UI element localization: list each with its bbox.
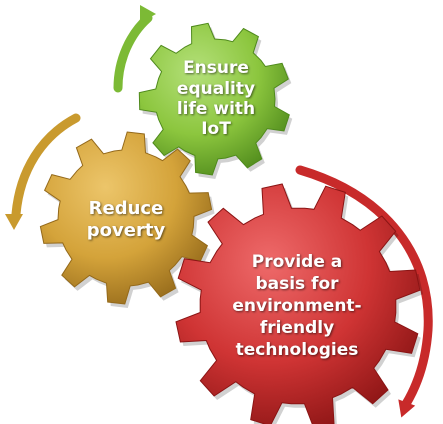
red-arrow	[295, 165, 433, 409]
gear-label-red-line-4: friendly	[259, 318, 335, 339]
green-arrow-head	[140, 5, 156, 23]
gold-arrow-head	[5, 214, 23, 230]
green-arrow	[113, 13, 153, 93]
gear-label-green-line-1: Ensure	[183, 58, 249, 79]
gear-red	[175, 183, 421, 424]
gear-label-red-line-1: Provide a	[251, 251, 343, 272]
gear-label-green-line-2: equality	[176, 78, 256, 99]
gear-label-red-line-5: technologies	[235, 340, 359, 361]
gear-label-gold: Reduce poverty	[66, 180, 186, 260]
red-arrow-head	[398, 399, 416, 418]
gear-gold	[39, 131, 213, 305]
gear-label-red-line-2: basis for	[255, 273, 339, 294]
gear-label-gold-line-1: Reduce	[88, 198, 164, 220]
gear-label-green-line-4: IoT	[201, 119, 231, 140]
gear-label-gold-line-2: poverty	[86, 220, 166, 241]
gear-green	[138, 22, 290, 176]
gold-arrow	[11, 113, 81, 219]
gear-label-green-line-3: life with	[176, 99, 256, 119]
gear-label-red: Provide a basis for environment- friendl…	[212, 236, 382, 376]
gear-label-red-line-3: environment-	[232, 295, 362, 316]
gear-label-green: Ensure equality life with IoT	[162, 44, 270, 154]
